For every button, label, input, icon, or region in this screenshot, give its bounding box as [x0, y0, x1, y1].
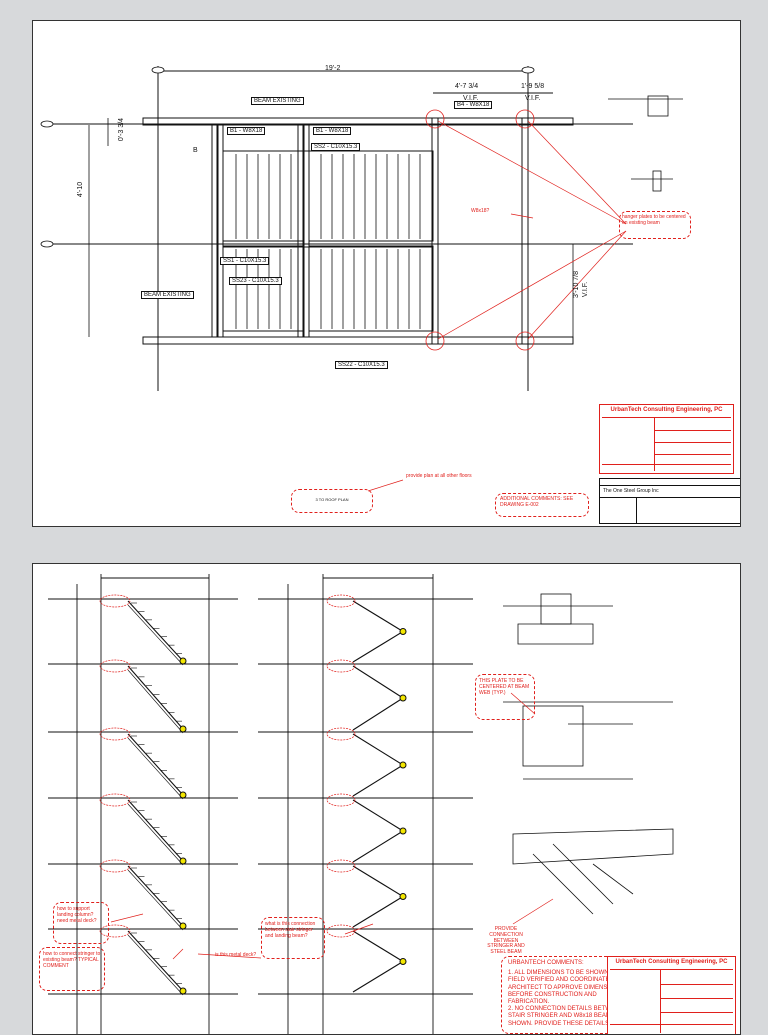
label-beam-existing-left: BEAM EXISTING	[141, 291, 194, 299]
review-stamp-1: UrbanTech Consulting Engineering, PC	[599, 404, 734, 474]
dim-vif-3: V.I.F.	[582, 281, 590, 298]
label-beam-existing-top: BEAM EXISTING	[251, 97, 304, 105]
comment-plate: THIS PLATE TO BE CENTERED AT BEAM WEB (T…	[479, 678, 530, 696]
label-ss23: SS23 - C10X15.3	[229, 277, 282, 285]
comment-provide-connection: PROVIDE CONNECTION BETWEEN STRINGER AND …	[487, 926, 525, 955]
label-ss1: SS1 - C10X15.3	[220, 257, 270, 265]
dim-vif-1: V.I.F.	[463, 95, 479, 102]
drawing-sheet-sections: THIS PLATE TO BE CENTERED AT BEAM WEB (T…	[32, 563, 741, 1035]
title-block-1: The One Steel Group Inc	[599, 478, 740, 524]
comment-metal-deck: is this metal deck?	[215, 952, 257, 958]
label-b1-b: B1 - W8X18	[313, 127, 352, 135]
stamp-grid	[602, 417, 731, 471]
dim-top-left-small: 0'-3 3/4	[118, 117, 126, 142]
comment-what-is-cloud: what is this connection between stair st…	[261, 917, 325, 959]
dim-right-bay: 4'-7 3/4	[455, 83, 479, 90]
comment-urbantech-head: URBANTECH COMMENTS:	[508, 960, 584, 966]
label-b4: B4 - W8X18	[454, 101, 493, 109]
comment-how-support: how to support landing column? need meta…	[57, 906, 97, 924]
dim-b-mark: B	[193, 147, 198, 154]
comment-how-support-cloud: how to support landing column? need meta…	[53, 902, 109, 944]
comment-how-connect: how to connect stringer to existing beam…	[43, 951, 101, 969]
comment-cloud-left: 3 TO ROOF PLAN	[291, 489, 373, 513]
plan-linework	[40, 66, 683, 492]
review-stamp-2: UrbanTech Consulting Engineering, PC	[607, 956, 736, 1034]
comment-additional: ADDITIONAL COMMENTS: SEE DRAWING E-002	[500, 496, 574, 508]
comment-plate-cloud: THIS PLATE TO BE CENTERED AT BEAM WEB (T…	[475, 674, 535, 720]
dim-overall-width: 19'-2	[325, 65, 341, 72]
dim-right-end: 1'-9 5/8	[521, 83, 545, 90]
stamp-title: UrbanTech Consulting Engineering, PC	[610, 407, 723, 413]
comment-what-is: what is this connection between stair st…	[265, 921, 316, 939]
dim-left-height: 4'-10	[77, 181, 85, 198]
comment-urbantech-1: 1. ALL DIMENSIONS TO BE SHOWN AND FIELD …	[508, 970, 623, 1005]
comment-how-connect-cloud: how to connect stringer to existing beam…	[39, 947, 105, 991]
cloud-left-text: 3 TO ROOF PLAN	[315, 497, 349, 502]
dim-vif-2: V.I.F.	[525, 95, 541, 102]
stamp-title-2: UrbanTech Consulting Engineering, PC	[615, 959, 728, 965]
comment-hanger: hanger plates to be centered on existing…	[622, 214, 686, 226]
dim-right-height: 3'-10 7/8	[573, 270, 581, 299]
comment-hanger-cloud: hanger plates to be centered on existing…	[619, 211, 691, 239]
section-linework	[48, 574, 674, 1034]
label-b1-a: B1 - W8X18	[227, 127, 266, 135]
drawing-sheet-plan: 19'-2 4'-7 3/4 1'-9 5/8 V.I.F. V.I.F. 4'…	[32, 20, 741, 527]
comment-provide-plan: provide plan at all other floors	[406, 473, 472, 479]
title-client: The One Steel Group Inc	[603, 488, 659, 494]
comment-w8: W8x18?	[471, 208, 490, 214]
comment-additional-cloud: ADDITIONAL COMMENTS: SEE DRAWING E-002	[495, 493, 589, 517]
label-ss22: SS22 - C10X15.3	[335, 361, 388, 369]
label-ss2: SS2 - C10X15.3	[311, 143, 361, 151]
